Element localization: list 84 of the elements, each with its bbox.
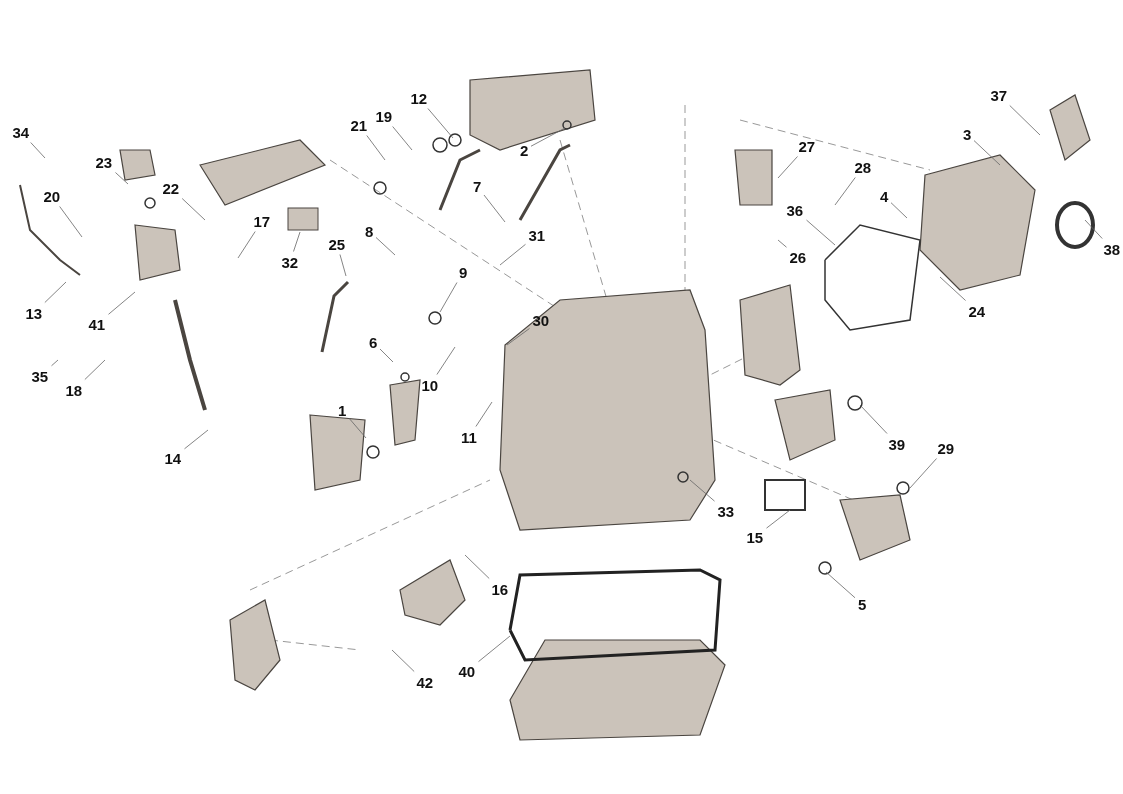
leader-line <box>1084 219 1103 239</box>
leader-line <box>499 243 526 266</box>
callout-number: 21 <box>349 116 369 134</box>
leader-line <box>339 254 347 277</box>
callout-number: 42 <box>415 673 435 691</box>
callout-number: 28 <box>853 158 873 176</box>
callout-number: 10 <box>420 376 440 394</box>
leader-line <box>366 135 386 161</box>
leader-line <box>184 429 209 450</box>
callout-number: 8 <box>364 222 375 240</box>
callout-number: 37 <box>989 86 1009 104</box>
callout-number: 26 <box>788 248 808 266</box>
callout-number: 24 <box>967 302 987 320</box>
leader-line <box>44 281 67 303</box>
leader-line <box>108 291 136 315</box>
callout-number: 13 <box>24 304 44 322</box>
callout-number: 20 <box>42 187 62 205</box>
callout-number: 1 <box>337 401 348 419</box>
callout-number: 30 <box>531 311 551 329</box>
callout-number: 33 <box>716 502 736 520</box>
leader-line <box>689 479 715 502</box>
callout-number: 29 <box>936 439 956 457</box>
callout-number: 40 <box>457 662 477 680</box>
callout-number: 15 <box>745 528 765 546</box>
leader-line <box>973 140 1001 166</box>
callout-number: 18 <box>64 381 84 399</box>
callout-number: 27 <box>797 137 817 155</box>
leader-line <box>379 348 394 363</box>
leader-line <box>777 239 787 248</box>
leader-line <box>392 126 413 151</box>
callout-number: 4 <box>879 187 890 205</box>
leader-line <box>293 231 301 252</box>
callout-number: 22 <box>161 179 181 197</box>
callout-number: 23 <box>94 153 114 171</box>
leader-line <box>348 417 367 439</box>
callout-number: 16 <box>490 580 510 598</box>
callout-number: 32 <box>280 253 300 271</box>
callout-number: 39 <box>887 435 907 453</box>
leader-line <box>825 571 856 599</box>
callout-number: 2 <box>519 141 530 159</box>
leader-line <box>530 127 566 147</box>
callout-number: 38 <box>1102 240 1122 258</box>
leader-line <box>181 198 206 221</box>
callout-number: 31 <box>527 226 547 244</box>
leader-line <box>909 458 937 489</box>
leader-line <box>859 404 888 434</box>
leader-line <box>30 142 46 159</box>
leader-line <box>375 237 396 256</box>
callout-number: 6 <box>368 333 379 351</box>
callout-number: 9 <box>458 263 469 281</box>
callout-number: 25 <box>327 235 347 253</box>
leader-line <box>1009 105 1041 136</box>
leader-line <box>834 177 856 206</box>
callout-number: 3 <box>962 125 973 143</box>
callout-number: 7 <box>472 177 483 195</box>
leader-line <box>391 649 415 672</box>
leader-line <box>478 635 511 663</box>
callout-number: 5 <box>857 595 868 613</box>
leader-line <box>439 282 458 313</box>
leader-line <box>806 219 836 246</box>
callout-number: 14 <box>163 449 183 467</box>
leader-line <box>890 202 908 219</box>
leader-line <box>115 172 129 185</box>
callout-number: 41 <box>87 315 107 333</box>
leader-line <box>59 206 83 238</box>
callout-number: 36 <box>785 201 805 219</box>
callout-number: 12 <box>409 89 429 107</box>
callout-number: 17 <box>252 212 272 230</box>
callout-number: 11 <box>460 428 478 446</box>
leader-line <box>464 554 490 579</box>
callout-number: 35 <box>30 367 50 385</box>
leader-line <box>237 231 256 259</box>
callout-number: 19 <box>374 107 394 125</box>
leader-line <box>766 509 791 529</box>
leader-line <box>427 108 454 139</box>
leader-line <box>436 346 456 375</box>
leader-line <box>84 359 106 380</box>
leader-line <box>939 276 966 301</box>
leader-line <box>475 401 493 427</box>
callout-number: 34 <box>11 123 31 141</box>
leader-line <box>777 156 798 179</box>
leader-line <box>51 359 59 367</box>
leader-line <box>506 328 530 346</box>
leader-line <box>483 194 506 223</box>
